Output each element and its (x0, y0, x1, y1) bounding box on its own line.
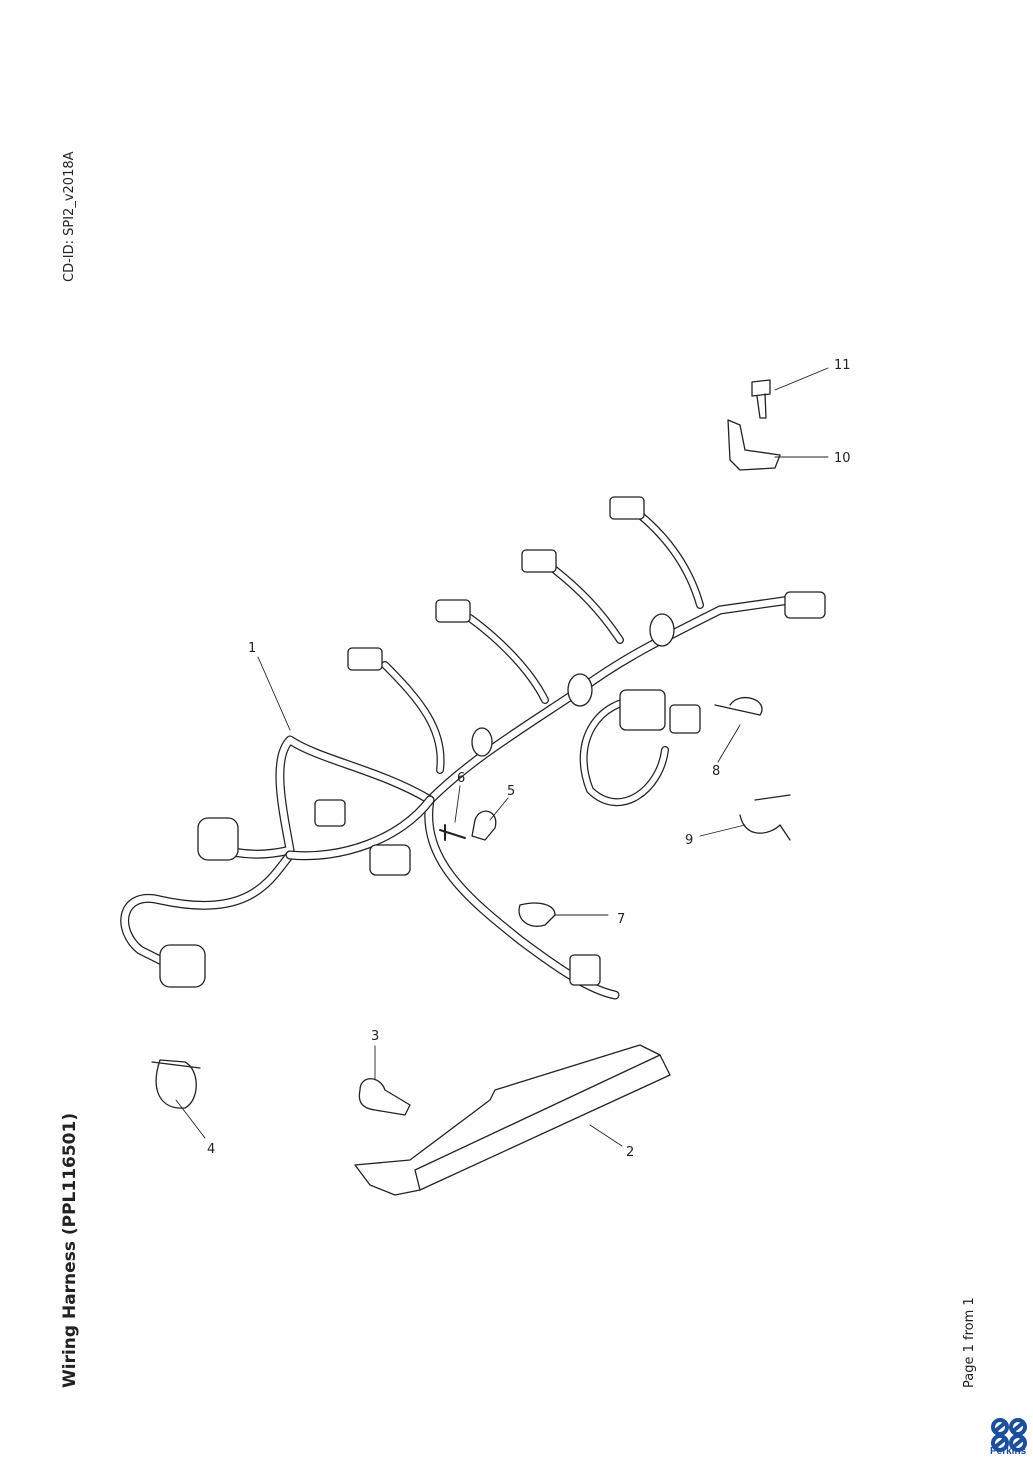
callout-6: 6 (457, 771, 465, 786)
callout-10: 10 (834, 451, 851, 466)
callout-1: 1 (248, 641, 256, 656)
callout-8: 8 (712, 764, 720, 779)
perkins-logo-text: Perkins (990, 1446, 1027, 1457)
callout-11: 11 (834, 358, 851, 373)
callout-2: 2 (626, 1145, 634, 1160)
callout-7: 7 (617, 912, 625, 927)
callout-9: 9 (685, 833, 693, 848)
callout-5: 5 (507, 784, 515, 799)
callout-4: 4 (207, 1142, 215, 1157)
callout-3: 3 (371, 1029, 379, 1044)
bracket-part (354, 1044, 671, 1196)
harness-assembly (120, 496, 826, 1000)
perkins-logo (991, 1418, 1027, 1452)
